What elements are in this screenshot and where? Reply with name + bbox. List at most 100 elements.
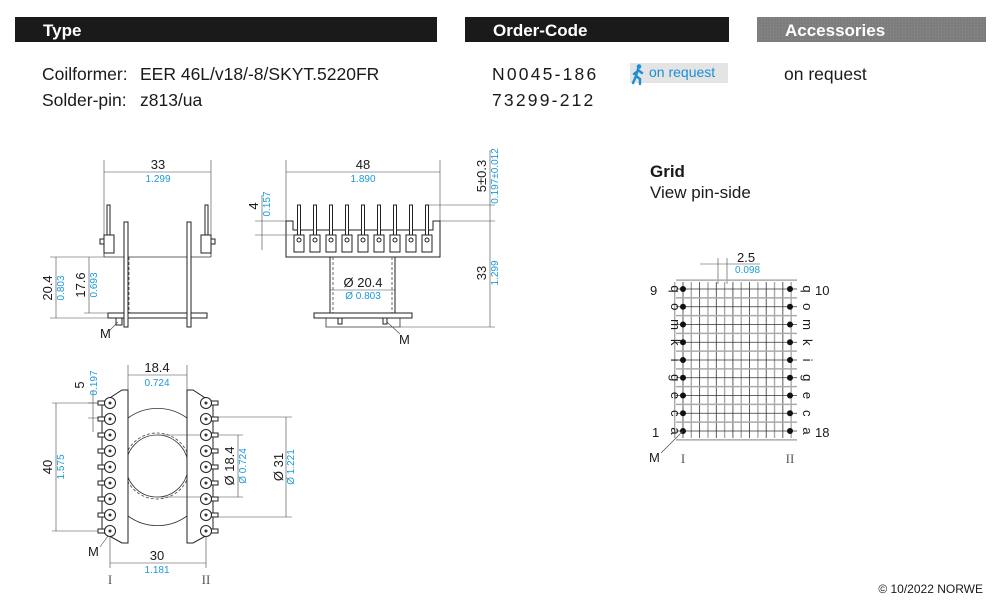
bottom-pin-center xyxy=(108,497,112,501)
bottom-pin-tip xyxy=(97,400,106,406)
bottom-inner-diameter-inch: Ø 0.724 xyxy=(238,448,249,484)
bottom-pitch-inch: 0.197 xyxy=(89,370,100,395)
walking-person-icon xyxy=(631,64,644,86)
side-marker-m: M xyxy=(100,326,111,341)
grid-pin-10: 10 xyxy=(815,283,829,298)
bottom-inner-diameter-dim: Ø 18.4 xyxy=(222,446,237,485)
grid-pin-dot-right xyxy=(787,428,793,434)
bottom-pin-center xyxy=(204,497,208,501)
front-offset-dim: 5±0.3 xyxy=(474,160,489,192)
on-request-badge[interactable]: on request xyxy=(630,63,728,86)
bottom-pin-tip xyxy=(210,528,219,534)
grid-letter-right: k xyxy=(800,339,815,346)
front-pin xyxy=(345,204,349,236)
bottom-pin-tip xyxy=(97,416,106,422)
front-pin-hole xyxy=(296,237,302,243)
front-pin-hole xyxy=(328,237,334,243)
grid-pin-dot-right xyxy=(787,374,793,381)
grid-pin-dot-left xyxy=(680,392,686,399)
front-pin xyxy=(361,204,365,236)
front-pin xyxy=(329,204,333,236)
front-width-dim: 48 xyxy=(356,157,370,172)
front-pin-hole xyxy=(424,237,430,243)
side-inner-dim: 17.6 xyxy=(73,272,88,297)
bottom-pin-tip xyxy=(97,496,106,502)
bottom-pin-tip xyxy=(210,416,219,422)
front-pin xyxy=(377,204,381,236)
front-core-dim: Ø 20.4 xyxy=(343,275,382,290)
grid-title: Grid xyxy=(650,162,685,181)
front-marker-m: M xyxy=(399,332,410,347)
bottom-gap-dim: 18.4 xyxy=(144,360,169,375)
grid-side-1: I xyxy=(681,451,685,466)
copyright-footer: © 10/2022 NORWE xyxy=(878,582,983,596)
order-code-coilformer[interactable]: N0045-186 xyxy=(492,64,599,84)
bottom-pin-tip xyxy=(210,464,219,470)
front-pin-hole xyxy=(376,237,382,243)
bottom-pin-tip xyxy=(210,496,219,502)
bottom-span-dim: 40 xyxy=(40,460,55,474)
side-inner-inch: 0.693 xyxy=(89,272,100,297)
order-code-solder-pin[interactable]: 73299-212 xyxy=(492,90,596,110)
front-pin-dim: 4 xyxy=(246,202,261,209)
grid-pin-dot-left xyxy=(680,321,686,328)
front-pin xyxy=(313,204,317,236)
side-view-drawing: 33 1.299 20.4 0.803 17.6 0.693 M xyxy=(40,157,216,341)
front-pin-block xyxy=(405,234,417,253)
bottom-gap-inch: 0.724 xyxy=(144,378,169,389)
front-pin-block xyxy=(357,234,369,253)
coilformer-value: EER 46L/v18/-8/SKYT.5220FR xyxy=(140,64,380,84)
front-pin-hole xyxy=(392,237,398,243)
front-pin-block xyxy=(293,234,305,253)
grid-letter-right: m xyxy=(800,319,815,330)
grid-pin-1: 1 xyxy=(652,425,659,440)
grid-letter-left: e xyxy=(668,392,683,399)
grid-pin-dot-left xyxy=(680,286,686,292)
bottom-outer-diameter-inch: Ø 1.221 xyxy=(286,449,297,485)
bottom-pin-tip xyxy=(97,464,106,470)
front-view-drawing: 48 1.890 Ø 20.4 Ø 0.803 4 0.157 5±0.3 0.… xyxy=(246,148,501,347)
side-width-inch: 1.299 xyxy=(145,174,170,185)
bottom-pin-center xyxy=(108,401,112,405)
grid-pin-dot-right xyxy=(787,286,793,292)
bottom-pin-center xyxy=(204,481,208,485)
front-pin xyxy=(425,204,429,236)
grid-pitch-inch: 0.098 xyxy=(735,265,760,276)
bottom-outer-diameter-dim: Ø 31 xyxy=(271,453,286,481)
grid-pin-dot-right xyxy=(787,410,793,417)
coilformer-label: Coilformer: xyxy=(42,64,128,84)
grid-pin-dot-right xyxy=(787,339,793,346)
grid-letter-right: c xyxy=(800,410,815,417)
grid-marker-m: M xyxy=(649,450,660,465)
front-height-inch: 1.299 xyxy=(490,260,501,285)
bottom-marker-m: M xyxy=(88,544,99,559)
side-width-dim: 33 xyxy=(151,157,165,172)
grid-letter-left: c xyxy=(668,410,683,417)
bottom-side-2: II xyxy=(202,572,211,587)
bottom-pin-center xyxy=(204,433,208,437)
bottom-pin-tip xyxy=(210,512,219,518)
grid-pin-dot-left xyxy=(680,357,686,363)
grid-pin-9: 9 xyxy=(650,283,657,298)
front-offset-inch: 0.197±0.012 xyxy=(490,148,501,204)
side-height-dim: 20.4 xyxy=(40,275,55,300)
bottom-pin-center xyxy=(204,513,208,517)
grid-pin-dot-right xyxy=(787,321,793,328)
bottom-row-inch: 1.181 xyxy=(144,565,169,576)
bottom-pin-center xyxy=(108,465,112,469)
bottom-pin-center xyxy=(108,481,112,485)
accessories-header: Accessories xyxy=(757,17,986,42)
bottom-pin-center xyxy=(108,529,112,533)
grid-letter-right: g xyxy=(800,374,815,381)
accessories-value: on request xyxy=(784,64,867,84)
front-core-inch: Ø 0.803 xyxy=(345,291,381,302)
front-pin-block xyxy=(341,234,353,253)
bottom-pin-tip xyxy=(97,512,106,518)
grid-letter-left: g xyxy=(668,374,683,381)
bottom-pin-center xyxy=(204,465,208,469)
front-pin-hole xyxy=(344,237,350,243)
bottom-pin-tip xyxy=(210,448,219,454)
bottom-pin-tip xyxy=(210,400,219,406)
front-pin-hole xyxy=(312,237,318,243)
grid-pitch-dim: 2.5 xyxy=(737,250,755,265)
